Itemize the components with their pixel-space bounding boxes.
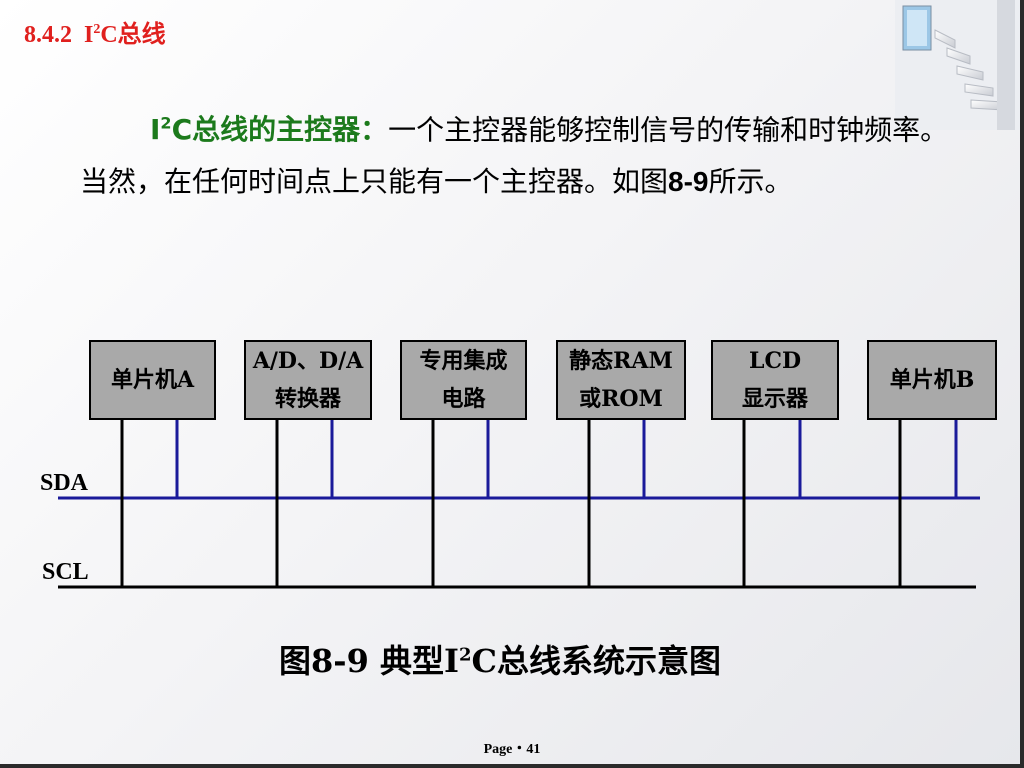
- device-box-lcd: LCD 显示器: [711, 340, 839, 420]
- master-controller-term: I2C总线的主控器：: [150, 113, 389, 147]
- staircase-decoration: [895, 0, 1020, 130]
- device-box-mcu-b: 单片机B: [867, 340, 997, 420]
- figure-caption: 图8-9 典型I2C总线系统示意图: [279, 642, 721, 680]
- section-title: 8.4.2 I2C总线: [24, 22, 166, 48]
- device-box-asic: 专用集成 电路: [400, 340, 527, 420]
- sda-label: SDA: [40, 470, 89, 496]
- intro-paragraph: I2C总线的主控器：一个主控器能够控制信号的传输和时钟频率。当然，在任何时间点上…: [80, 113, 949, 199]
- device-box-ram-rom: 静态RAM 或ROM: [556, 340, 686, 420]
- device-box-adc-dac: A/D、D/A 转换器: [244, 340, 372, 420]
- device-box-mcu-a: 单片机A: [89, 340, 216, 420]
- scl-label: SCL: [42, 559, 89, 585]
- page-number: Page・41: [483, 742, 541, 757]
